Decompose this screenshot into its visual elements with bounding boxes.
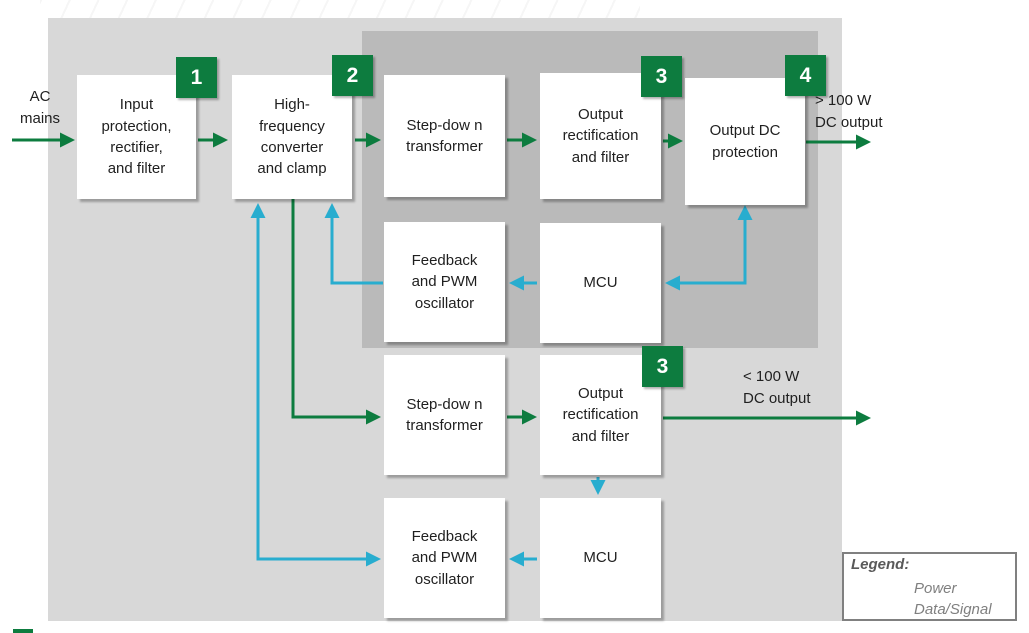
legend-title: Legend:	[851, 556, 910, 573]
block-mcu-upper: MCU	[540, 223, 661, 343]
legend-box	[842, 552, 1017, 621]
block-output-dc-protection: Output DC protection	[685, 78, 805, 205]
badge-2-hf-converter: 2	[332, 55, 373, 96]
badge-4-output-dc-protection: 4	[785, 55, 826, 96]
watermark-lines	[40, 0, 640, 18]
label-dc-output-high: > 100 W DC output	[815, 92, 883, 131]
block-stepdown-lower: Step-dow n transformer	[384, 355, 505, 475]
label-ac-mains: AC mains	[19, 88, 60, 127]
label-dc-output-low: < 100 W DC output	[743, 368, 811, 407]
block-feedback-upper: Feedback and PWM oscillator	[384, 222, 505, 342]
badge-1-input-protection: 1	[176, 57, 217, 98]
block-output-rect-upper: Output rectification and filter	[540, 73, 661, 199]
legend-label-data-signal: Data/Signal	[914, 601, 992, 618]
legend-label-power: Power	[914, 580, 957, 597]
badge-3-output-rect-lower: 3	[642, 346, 683, 387]
block-stepdown-upper: Step-dow n transformer	[384, 75, 505, 197]
block-mcu-lower: MCU	[540, 498, 661, 618]
badge-3-output-rect-upper: 3	[641, 56, 682, 97]
block-feedback-lower: Feedback and PWM oscillator	[384, 498, 505, 618]
block-output-rect-lower: Output rectification and filter	[540, 355, 661, 475]
cropped-green-badge	[13, 629, 33, 633]
